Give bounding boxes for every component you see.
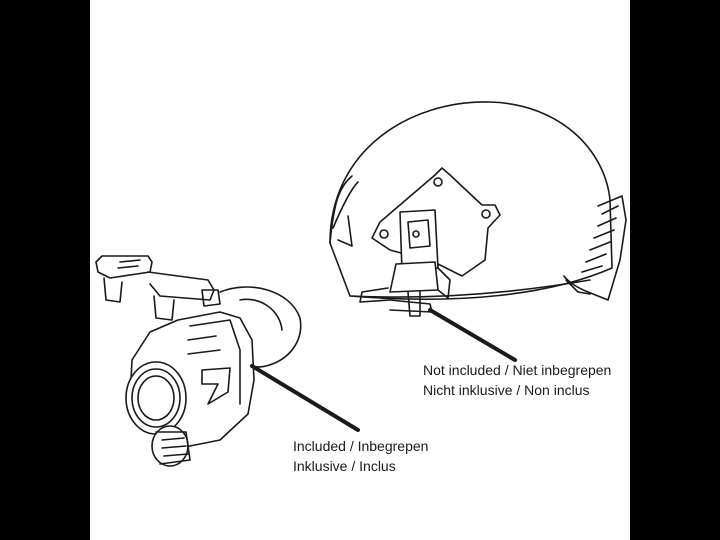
helmet-illustration [329,101,627,317]
leader-line-included [250,364,360,432]
product-diagram [95,101,627,467]
monocular-illustration [95,255,302,467]
leader-line-not-included [428,308,517,362]
included-line-2: Inklusive / Inclus [293,458,396,474]
included-label: Included / Inbegrepen Inklusive / Inclus [293,436,428,476]
not-included-line-1: Not included / Niet inbegrepen [423,362,612,378]
illustration-panel: Not included / Niet inbegrepen Nicht ink… [90,0,630,540]
included-line-1: Included / Inbegrepen [293,438,429,454]
not-included-line-2: Nicht inklusive / Non inclus [423,382,590,398]
not-included-label: Not included / Niet inbegrepen Nicht ink… [423,360,611,400]
